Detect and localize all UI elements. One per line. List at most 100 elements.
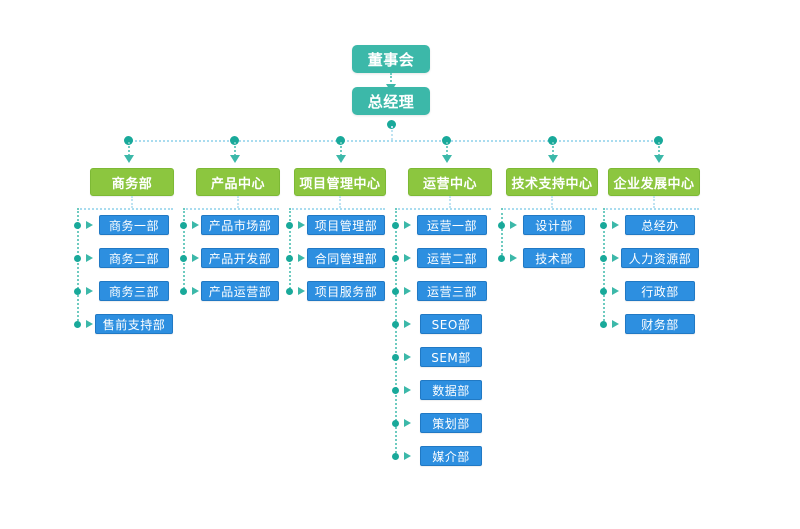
child-arrow-5-3 (612, 320, 619, 328)
child-dot-5-1 (600, 255, 607, 262)
stem-dept-2 (339, 196, 341, 208)
node-sub-3-3[interactable]: SEO部 (420, 314, 482, 334)
child-dot-2-0 (286, 222, 293, 229)
node-department-3[interactable]: 运营中心 (408, 168, 492, 196)
node-sub-3-5[interactable]: 数据部 (420, 380, 482, 400)
child-arrow-3-0 (404, 221, 411, 229)
drop-line-4 (446, 142, 448, 156)
bus-origin-dot (387, 120, 396, 129)
node-sub-5-3[interactable]: 财务部 (625, 314, 695, 334)
node-sub-2-0[interactable]: 项目管理部 (307, 215, 385, 235)
child-arrow-5-2 (612, 287, 619, 295)
node-sub-1-2[interactable]: 产品运营部 (201, 281, 279, 301)
node-sub-4-1[interactable]: 技术部 (523, 248, 585, 268)
spine-head-1 (183, 208, 279, 210)
spine-1 (183, 208, 185, 292)
spine-head-2 (289, 208, 385, 210)
child-arrow-1-2 (192, 287, 199, 295)
node-sub-3-0[interactable]: 运营一部 (417, 215, 487, 235)
child-arrow-0-1 (86, 254, 93, 262)
node-sub-3-6[interactable]: 策划部 (420, 413, 482, 433)
arrow-down-2 (230, 155, 240, 163)
child-dot-4-0 (498, 222, 505, 229)
node-sub-1-0[interactable]: 产品市场部 (201, 215, 279, 235)
stem-dept-4 (551, 196, 553, 208)
child-arrow-3-6 (404, 419, 411, 427)
node-sub-2-2[interactable]: 项目服务部 (307, 281, 385, 301)
spine-head-5 (603, 208, 699, 210)
node-sub-3-7[interactable]: 媒介部 (420, 446, 482, 466)
child-arrow-0-0 (86, 221, 93, 229)
node-sub-0-3[interactable]: 售前支持部 (95, 314, 173, 334)
child-dot-3-0 (392, 222, 399, 229)
connector-board-to-gm (390, 73, 392, 86)
node-sub-3-1[interactable]: 运营二部 (417, 248, 487, 268)
node-sub-5-1[interactable]: 人力资源部 (621, 248, 699, 268)
node-general-manager[interactable]: 总经理 (352, 87, 430, 115)
child-dot-0-2 (74, 288, 81, 295)
horizontal-bus-line (128, 140, 656, 142)
child-arrow-3-5 (404, 386, 411, 394)
node-sub-0-1[interactable]: 商务二部 (99, 248, 169, 268)
child-dot-1-2 (180, 288, 187, 295)
child-dot-1-0 (180, 222, 187, 229)
node-department-4[interactable]: 技术支持中心 (506, 168, 598, 196)
child-dot-0-3 (74, 321, 81, 328)
child-arrow-2-0 (298, 221, 305, 229)
node-sub-0-0[interactable]: 商务一部 (99, 215, 169, 235)
node-sub-5-0[interactable]: 总经办 (625, 215, 695, 235)
child-dot-3-1 (392, 255, 399, 262)
spine-3 (395, 208, 397, 457)
child-arrow-3-7 (404, 452, 411, 460)
spine-0 (77, 208, 79, 325)
spine-4 (501, 208, 503, 259)
child-arrow-3-4 (404, 353, 411, 361)
child-arrow-1-0 (192, 221, 199, 229)
node-sub-4-0[interactable]: 设计部 (523, 215, 585, 235)
drop-line-2 (234, 142, 236, 156)
child-dot-3-2 (392, 288, 399, 295)
stem-dept-1 (237, 196, 239, 208)
stem-dept-3 (449, 196, 451, 208)
spine-2 (289, 208, 291, 292)
bus-dot-6 (654, 136, 663, 145)
node-board[interactable]: 董事会 (352, 45, 430, 73)
spine-head-3 (395, 208, 491, 210)
bus-dot-3 (336, 136, 345, 145)
child-dot-3-3 (392, 321, 399, 328)
arrow-down-6 (654, 155, 664, 163)
bus-dot-2 (230, 136, 239, 145)
bus-dot-4 (442, 136, 451, 145)
child-dot-1-1 (180, 255, 187, 262)
drop-line-1 (128, 142, 130, 156)
child-dot-3-4 (392, 354, 399, 361)
child-dot-5-3 (600, 321, 607, 328)
node-department-5[interactable]: 企业发展中心 (608, 168, 700, 196)
node-sub-5-2[interactable]: 行政部 (625, 281, 695, 301)
node-sub-3-2[interactable]: 运营三部 (417, 281, 487, 301)
child-arrow-3-3 (404, 320, 411, 328)
arrow-down-1 (124, 155, 134, 163)
child-dot-3-6 (392, 420, 399, 427)
child-dot-3-7 (392, 453, 399, 460)
node-department-2[interactable]: 项目管理中心 (294, 168, 386, 196)
arrow-down-4 (442, 155, 452, 163)
node-sub-1-1[interactable]: 产品开发部 (201, 248, 279, 268)
child-dot-0-0 (74, 222, 81, 229)
child-dot-0-1 (74, 255, 81, 262)
node-sub-2-1[interactable]: 合同管理部 (307, 248, 385, 268)
node-department-1[interactable]: 产品中心 (196, 168, 280, 196)
node-sub-3-4[interactable]: SEM部 (420, 347, 482, 367)
node-department-0[interactable]: 商务部 (90, 168, 174, 196)
connector-gm-to-bus (391, 126, 393, 140)
arrow-down-5 (548, 155, 558, 163)
node-sub-0-2[interactable]: 商务三部 (99, 281, 169, 301)
child-dot-5-2 (600, 288, 607, 295)
child-dot-5-0 (600, 222, 607, 229)
child-dot-2-1 (286, 255, 293, 262)
child-arrow-0-3 (86, 320, 93, 328)
child-arrow-3-2 (404, 287, 411, 295)
drop-line-5 (552, 142, 554, 156)
child-arrow-5-1 (612, 254, 619, 262)
